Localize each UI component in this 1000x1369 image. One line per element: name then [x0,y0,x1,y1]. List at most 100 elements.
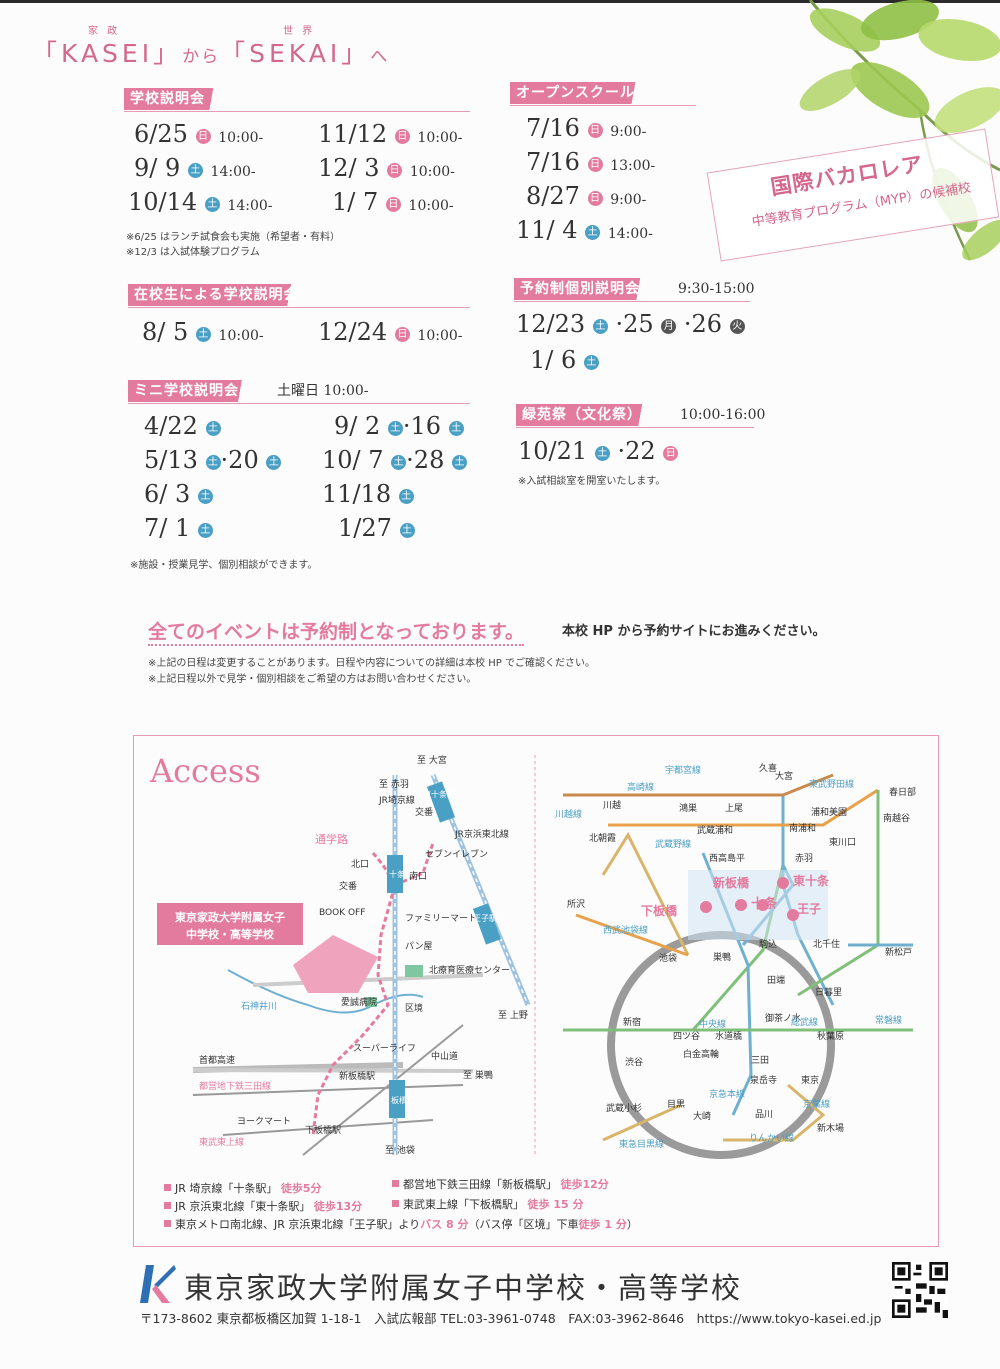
svg-text:北朝霞: 北朝霞 [589,833,616,844]
event-row: 10/14 土 14:00- [128,188,273,216]
school-info-note1: ※6/25 はランチ試食会も実施（希望者・有料） [126,232,341,243]
svg-text:東武東上線: 東武東上線 [199,1136,244,1148]
svg-text:新木場: 新木場 [817,1122,844,1134]
svg-text:十条: 十条 [751,896,778,912]
svg-text:石神井川: 石神井川 [241,1000,277,1012]
svg-text:三田: 三田 [751,1055,769,1066]
svg-text:中山道: 中山道 [431,1050,458,1062]
school-route-2 [394,842,435,887]
svg-text:巣鴨: 巣鴨 [713,951,731,963]
svg-text:ヨークマート: ヨークマート [237,1116,291,1127]
svg-text:南口: 南口 [409,870,427,882]
svg-text:東武野田線: 東武野田線 [809,778,854,790]
station-higashi-jujo [426,781,456,823]
school-label-2: 中学校・高等学校 [186,927,275,941]
svg-text:交番: 交番 [415,806,433,818]
road-line [192,1084,464,1096]
svg-text:パン屋: パン屋 [405,941,432,952]
svg-text:交番: 交番 [339,880,357,892]
svg-text:南浦和: 南浦和 [789,822,816,834]
svg-text:東川口: 東川口 [829,836,856,848]
svg-text:田端: 田端 [767,974,785,986]
road-line [302,1024,464,1156]
svg-text:セブンイレブン: セブンイレブン [425,848,488,860]
svg-text:BOOK OFF: BOOK OFF [319,908,365,918]
svg-text:北千住: 北千住 [813,938,840,950]
school-info-note2: ※12/3 は入試体験プログラム [126,247,260,258]
route-5: 東京メトロ南北線、JR 京浜東北線「王子駅」よりバス 8 分（バス停「区境」下車… [164,1216,638,1232]
svg-text:常磐線: 常磐線 [875,1014,902,1026]
line-tokyu [602,1103,682,1142]
line-utsunomiya [563,773,834,797]
school-route [311,852,397,1136]
event-row: 7/ 1 土 [144,514,281,542]
station-jujo [387,855,403,893]
event-row: 11/18 土 [322,480,467,508]
svg-text:四ツ谷: 四ツ谷 [673,1031,700,1042]
svg-text:至 巣鴨: 至 巣鴨 [463,1069,493,1081]
svg-text:首都高速: 首都高速 [199,1054,235,1066]
svg-text:北療育医療センター: 北療育医療センター [429,964,510,976]
road-line [252,973,484,987]
line-tobu-tojo [601,831,690,956]
school-info-left: 6/25 日 10:00- 9/ 9 土 14:00- 10/14 土 14:0… [128,120,273,216]
event-row: 8/27 日 9:00- [526,182,647,210]
school-label-box [157,903,303,945]
svg-text:東京: 東京 [801,1074,819,1086]
school-name: 東京家政大学附属女子中学校・高等学校 [184,1271,743,1305]
qr-code[interactable] [892,1262,948,1318]
event-row: 1/ 7 日 10:00- [332,188,454,216]
svg-text:スーパーライフ: スーパーライフ [353,1043,416,1054]
reservation-main: 全てのイベントは予約制となっております。 [148,617,525,646]
svg-text:東十条駅: 東十条駅 [423,789,455,799]
reservation-sub: 本校 HP から予約サイトにお進みください。 [562,624,826,639]
svg-text:JR埼京線: JR埼京線 [378,794,415,806]
school-building [293,935,378,993]
slogan: 「KASEI」から「SEKAI」へ [32,39,390,68]
svg-text:十条駅: 十条駅 [389,869,413,879]
station-dot [777,877,789,889]
mini-right: 9/ 2 土·16 土 10/ 7 土·28 土 11/18 土 1/27 土 [322,412,467,542]
svg-text:東急目黒線: 東急目黒線 [619,1138,664,1150]
svg-text:王子駅: 王子駅 [473,914,497,923]
section-school-info: 学校説明会 [124,88,470,112]
line-keiyo [723,1083,826,1142]
svg-text:御茶ノ水: 御茶ノ水 [765,1012,801,1024]
event-row: 7/16 日 9:00- [526,114,647,142]
ruby-sekai: 世 界 [283,26,316,37]
school-logo [140,1265,176,1303]
svg-text:西武池袋線: 西武池袋線 [603,924,648,936]
school-address: 〒173-8602 東京都板橋区加賀 1-18-1 入試広報部 TEL:03-3… [140,1311,882,1326]
event-row: 10/ 7 土·28 土 [322,446,467,474]
svg-text:ファミリーマート: ファミリーマート [405,914,477,924]
svg-text:西高島平: 西高島平 [709,852,745,864]
svg-text:武蔵野線: 武蔵野線 [655,838,691,850]
svg-text:武蔵浦和: 武蔵浦和 [697,824,733,836]
station-dot [787,909,799,921]
student-event-1: 8/ 5 土 10:00- [142,318,264,346]
svg-text:至 上野: 至 上野 [498,1010,528,1021]
station-dot [700,901,712,913]
svg-text:渋谷: 渋谷 [625,1056,643,1068]
svg-text:下板橋: 下板橋 [641,903,678,918]
event-row: 4/22 土 [144,412,281,440]
svg-text:新松戸: 新松戸 [885,946,912,958]
svg-text:鴻巣: 鴻巣 [679,802,697,814]
section-festival: 緑苑祭（文化祭）10:00-16:00 [516,404,765,428]
reservation-note1: ※上記の日程は変更することがあります。日程や内容についての詳細は本校 HP でご… [148,658,595,669]
route-3: JR 京浜東北線「東十条駅」 徒歩13分 [164,1198,362,1214]
individual-dates: 12/23 土 ·25 月 ·26 火 [516,310,745,338]
individual-dates-2: 1/ 6 土 [530,346,599,374]
svg-text:至 大宮: 至 大宮 [417,754,447,766]
svg-text:至 赤羽: 至 赤羽 [379,779,409,790]
svg-text:至 池袋: 至 池袋 [385,1144,415,1156]
event-row: 7/16 日 13:00- [526,148,656,176]
svg-text:都営地下鉄三田線: 都営地下鉄三田線 [199,1080,271,1092]
svg-text:駒込: 駒込 [759,938,777,950]
mini-note: ※施設・授業見学、個別相談ができます。 [130,560,318,571]
svg-text:久喜: 久喜 [759,762,777,774]
svg-text:新板橋駅: 新板橋駅 [339,1070,375,1082]
section-open-school: オープンスクール [510,82,696,106]
svg-text:大宮: 大宮 [775,770,793,782]
svg-text:北口: 北口 [351,859,369,870]
